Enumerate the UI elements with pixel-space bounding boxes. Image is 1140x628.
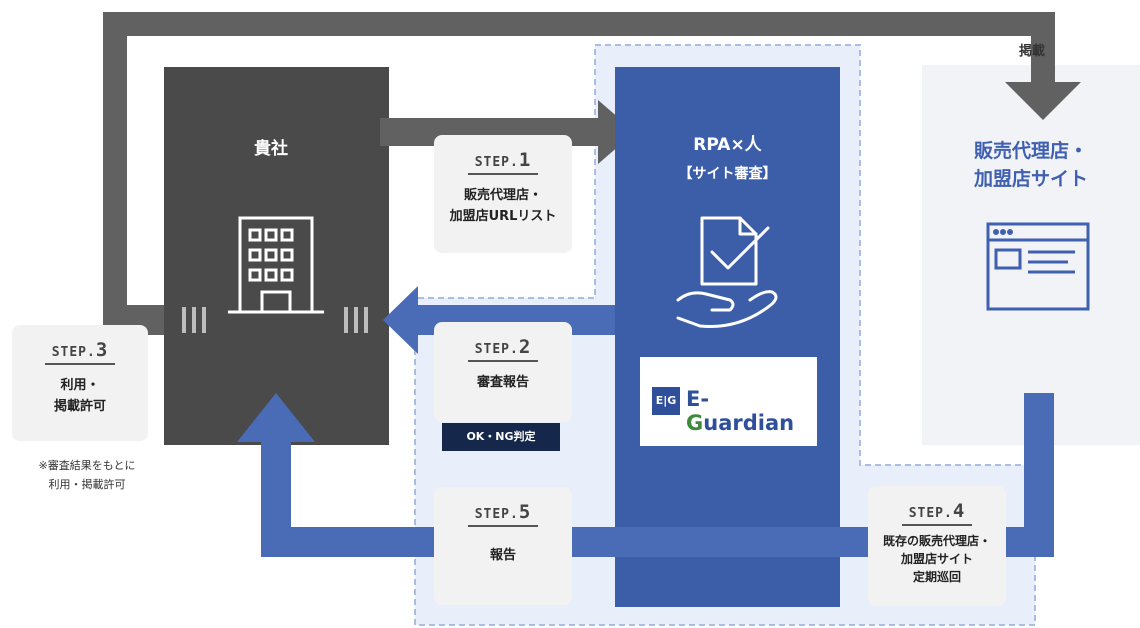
publish-loop-arrow-left bbox=[103, 12, 127, 325]
publish-arrow-head bbox=[1005, 82, 1081, 120]
step2-arrow-head bbox=[383, 286, 418, 354]
step1-text: 販売代理店・加盟店URLリスト bbox=[449, 188, 557, 224]
step3-label: STEP.3 bbox=[45, 339, 115, 365]
step5-text: 報告 bbox=[489, 548, 516, 563]
step3-note: ※審査結果をもとに利用・掲載許可 bbox=[38, 459, 136, 491]
step3-card: STEP.3 利用・掲載許可 bbox=[12, 325, 148, 441]
publish-loop-arrow-top bbox=[103, 12, 1055, 36]
website-icon bbox=[986, 222, 1090, 311]
publish-label: 掲載 bbox=[1019, 44, 1046, 59]
company-stripes-right bbox=[344, 307, 368, 333]
agency-title: 販売代理店・ 加盟店サイト bbox=[973, 140, 1088, 190]
publish-loop-arrow-right bbox=[1031, 12, 1055, 84]
review-hand-icon bbox=[676, 216, 778, 329]
step4-card: STEP.4 既存の販売代理店・加盟店サイト定期巡回 bbox=[868, 486, 1006, 606]
step2-label: STEP.2 bbox=[468, 336, 538, 362]
agency-panel bbox=[922, 65, 1140, 445]
step2-text: 審査報告 bbox=[476, 375, 529, 390]
step2-card: STEP.2 審査報告 bbox=[434, 322, 572, 422]
step5-arrow-head bbox=[237, 393, 315, 442]
step4-text: 既存の販売代理店・加盟店サイト定期巡回 bbox=[882, 534, 991, 584]
step2-judgement-badge: OK・NG判定 bbox=[442, 423, 560, 451]
rpa-column bbox=[615, 67, 840, 607]
company-title: 貴社 bbox=[254, 139, 288, 159]
step4-arrow-vertical bbox=[1024, 393, 1054, 557]
rpa-subtitle: 【サイト審査】 bbox=[678, 166, 777, 182]
step1-label: STEP.1 bbox=[468, 149, 538, 175]
step1-card: STEP.1 販売代理店・加盟店URLリスト bbox=[434, 135, 572, 253]
logo-mark: E|G bbox=[652, 387, 680, 415]
rpa-title: RPA×人 bbox=[693, 135, 762, 155]
company-stripes-left bbox=[182, 307, 206, 333]
step5-card: STEP.5 報告 bbox=[434, 487, 572, 605]
step5-arrow-vertical bbox=[261, 440, 291, 557]
step4-label: STEP.4 bbox=[902, 500, 972, 526]
logo-text: E-Guardian bbox=[686, 387, 795, 435]
building-icon bbox=[228, 216, 324, 314]
step3-text: 利用・掲載許可 bbox=[53, 378, 106, 414]
eguardian-logo: E|G E-Guardian bbox=[640, 357, 817, 446]
step5-label: STEP.5 bbox=[468, 501, 538, 527]
